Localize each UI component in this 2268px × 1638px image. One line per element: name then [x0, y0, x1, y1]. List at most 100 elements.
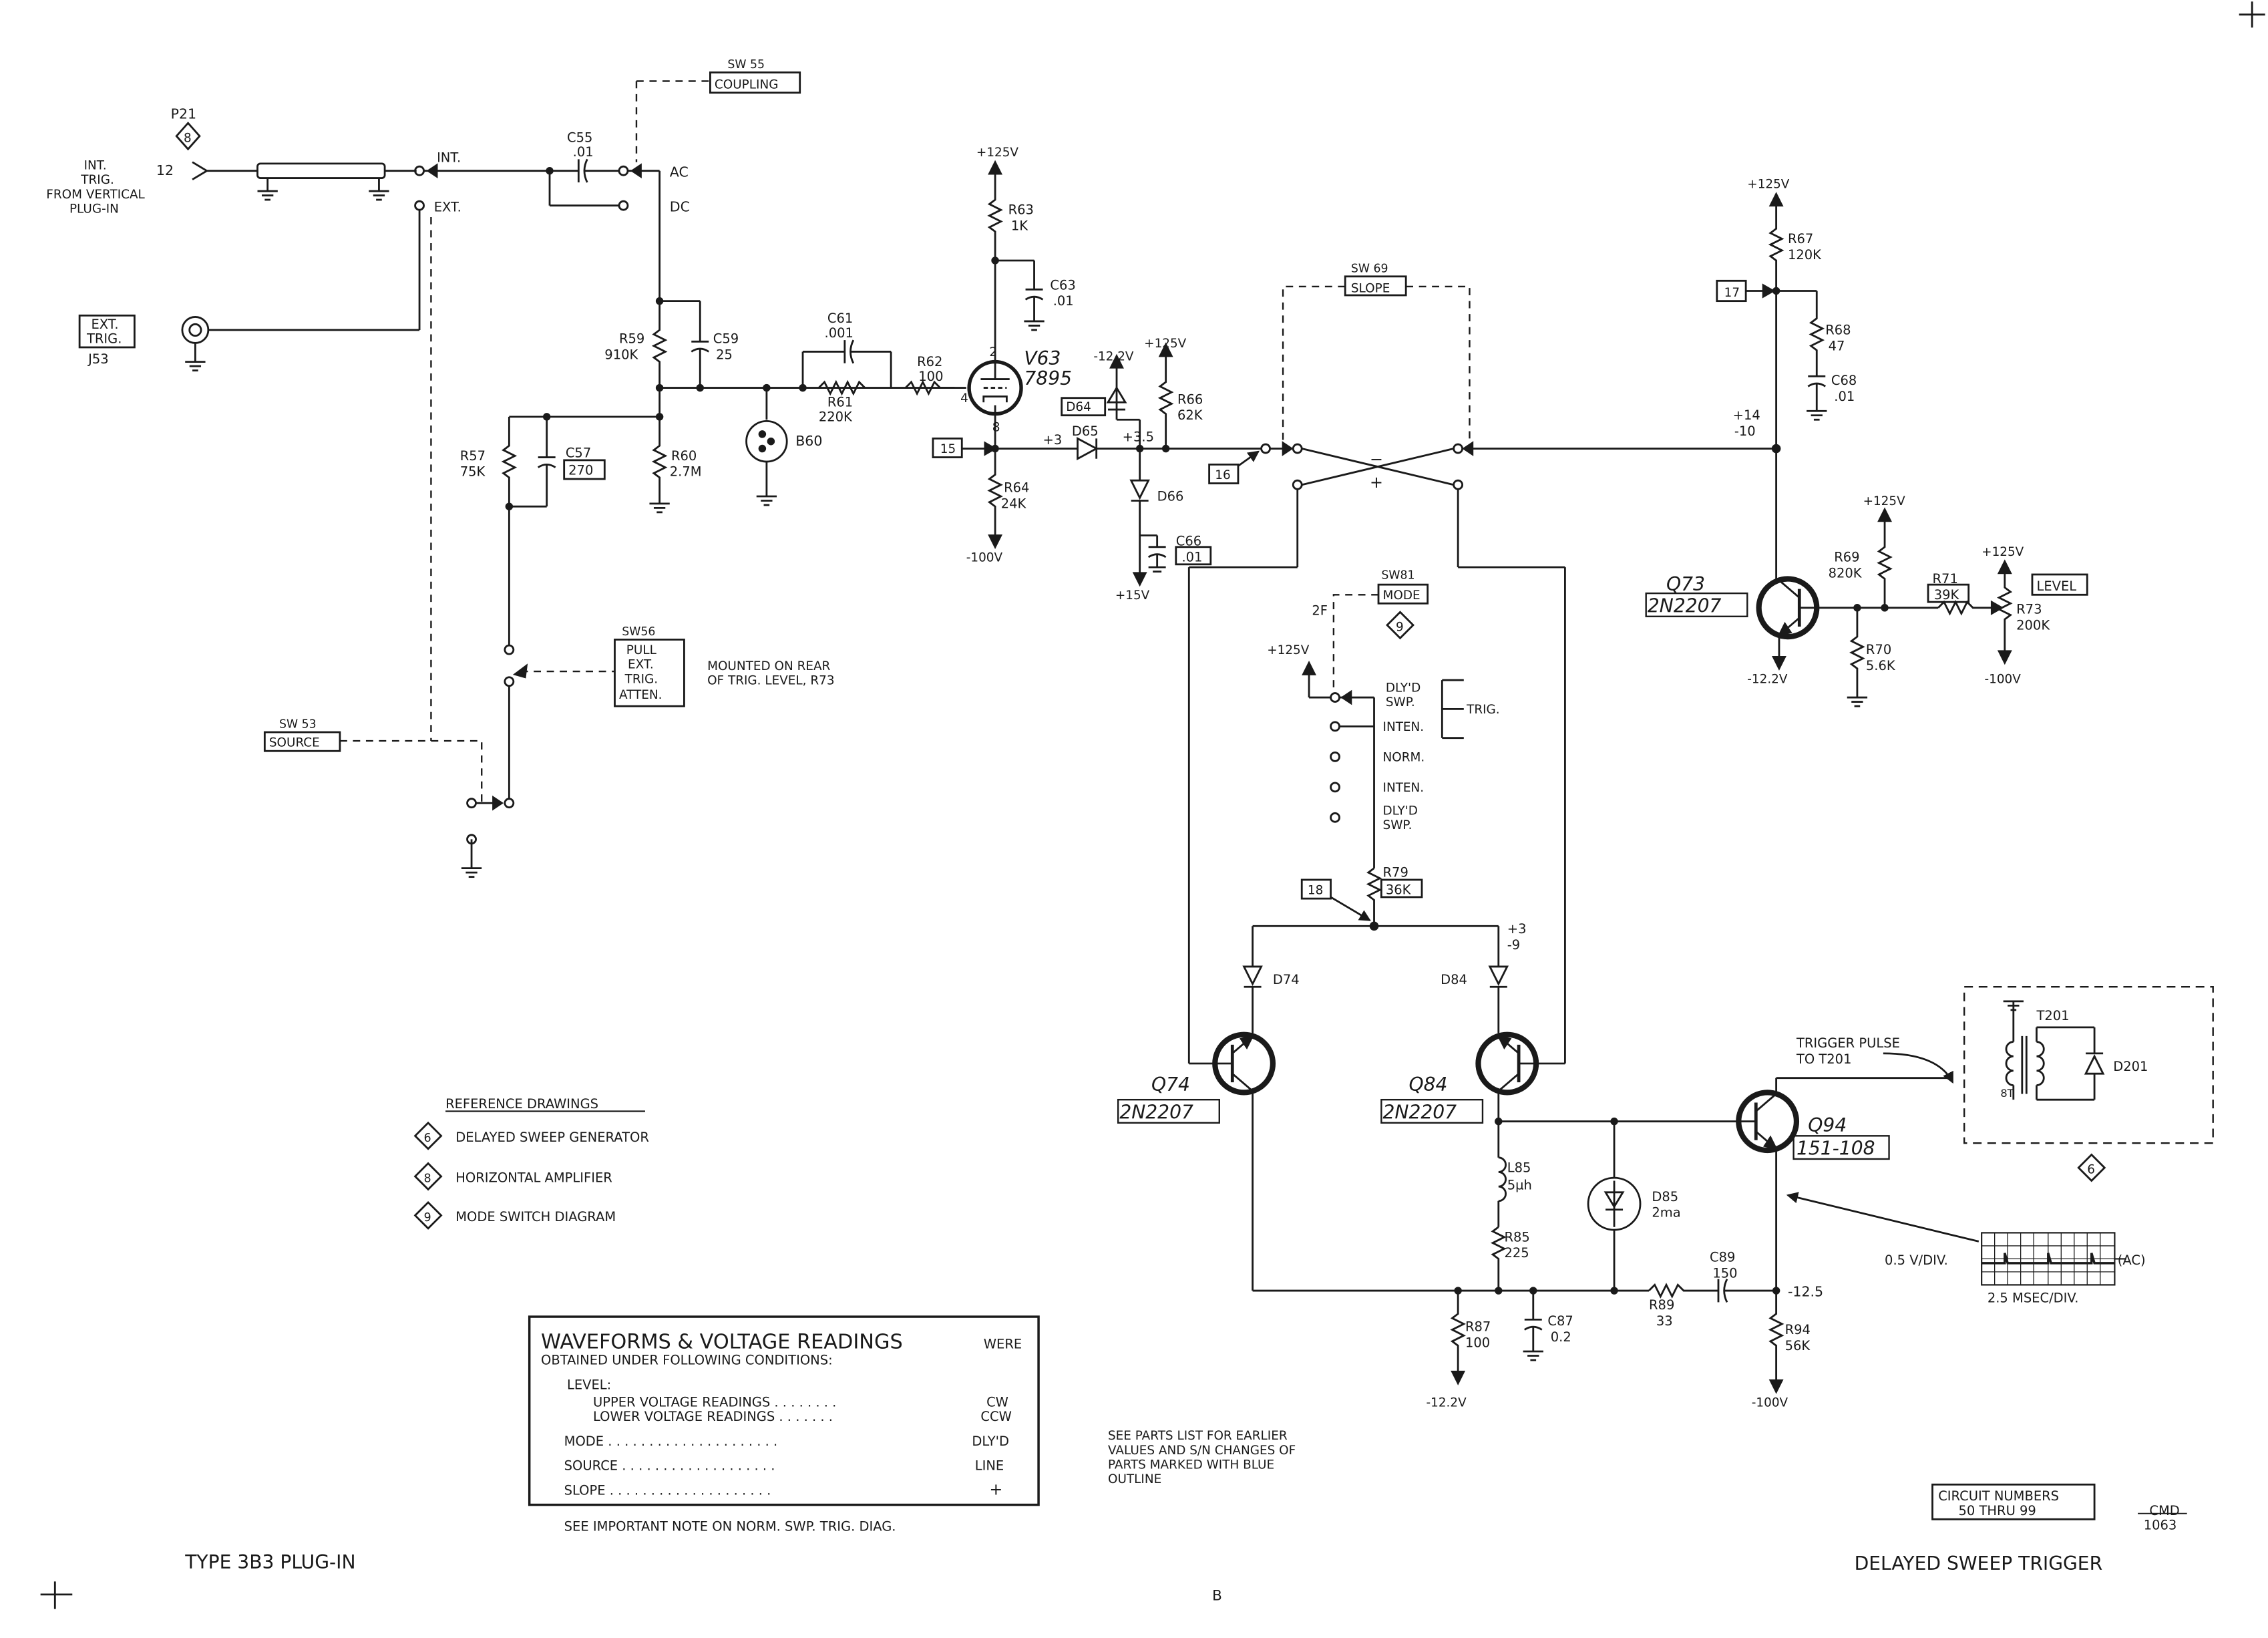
r89-label: R89 — [1649, 1297, 1674, 1313]
minus12-label-a: -12.2V — [1093, 349, 1134, 363]
c55-value: .01 — [573, 144, 594, 160]
int-trig-label-4: PLUG-IN — [69, 202, 119, 216]
r69-value: 820K — [1829, 565, 1863, 581]
plus3-label-b: +3 — [1507, 921, 1527, 937]
sw55-label: SW 55 — [727, 58, 765, 71]
r61-value: 220K — [819, 409, 853, 424]
r67-label: R67 — [1788, 231, 1813, 247]
slope-minus: − — [1370, 450, 1383, 468]
p21-connector-ref — [175, 122, 201, 151]
r62-label: R62 — [917, 354, 942, 369]
r60-label: R60 — [671, 448, 697, 464]
conditions-row-3-value: DLY'D — [972, 1434, 1009, 1449]
cmd-label: CMD — [2149, 1503, 2179, 1518]
r79-label: R79 — [1383, 865, 1408, 880]
r68-value: 47 — [1829, 338, 1845, 353]
c55-label: C55 — [567, 130, 592, 145]
c59-value: 25 — [716, 347, 733, 362]
minus12-label-b: -12.2V — [1426, 1396, 1467, 1410]
r69-plus125-label: +125V — [1863, 494, 1906, 508]
t201-box-ref: 6 — [2087, 1163, 2095, 1177]
slope-plus: + — [1370, 473, 1383, 492]
parts-note-3: PARTS MARKED WITH BLUE — [1108, 1458, 1274, 1472]
reference-num-3: 9 — [424, 1211, 431, 1224]
node16-label: 16 — [1215, 468, 1230, 482]
q84-type: 2N2207 — [1383, 1101, 1457, 1123]
r57-value: 75K — [460, 464, 486, 480]
node17-label: 17 — [1724, 286, 1740, 300]
minus10-label: -10 — [1734, 424, 1756, 439]
conditions-title-were: WERE — [984, 1337, 1022, 1352]
cmd-number: 1063 — [2144, 1517, 2177, 1532]
r94-label: R94 — [1785, 1322, 1811, 1337]
r71-value: 39K — [1934, 587, 1960, 603]
inten-label-1: INTEN. — [1383, 720, 1425, 734]
parts-note-2: VALUES AND S/N CHANGES OF — [1108, 1444, 1296, 1458]
conditions-row-2-label: LOWER VOLTAGE READINGS . . . . . . . — [593, 1409, 833, 1424]
d64-label: D64 — [1066, 400, 1091, 414]
r63-value: 1K — [1011, 218, 1028, 234]
r94-value: 56K — [1785, 1338, 1811, 1353]
d85-label: D85 — [1652, 1189, 1678, 1204]
q94-type: 151-108 — [1797, 1137, 1875, 1159]
waveform-time: 2.5 MSEC/DIV. — [1988, 1290, 2079, 1305]
ext-trig-label-1: EXT. — [91, 317, 118, 332]
pin-8t-label: 8T — [2000, 1087, 2014, 1100]
r70-value: 5.6K — [1866, 658, 1896, 673]
p21-ref: 8 — [184, 131, 192, 145]
c59-label: C59 — [713, 331, 739, 346]
plus35-label: +3.5 — [1123, 430, 1154, 445]
q94-label: Q94 — [1808, 1114, 1847, 1136]
sw69-label: SW 69 — [1351, 262, 1388, 275]
q73-type: 2N2207 — [1648, 595, 1722, 617]
t201-label: T201 — [2036, 1008, 2069, 1023]
r73-plus125-label: +125V — [1981, 545, 2024, 559]
r62-value: 100 — [918, 369, 943, 384]
minus100-label-a: -100V — [966, 550, 1003, 564]
conditions-note: SEE IMPORTANT NOTE ON NORM. SWP. TRIG. D… — [564, 1519, 896, 1534]
q73-label: Q73 — [1666, 573, 1705, 595]
level-label: LEVEL — [2036, 579, 2076, 594]
c89-value: 150 — [1712, 1266, 1737, 1281]
plus15-label: +15V — [1115, 589, 1150, 603]
r59-value: 910K — [604, 347, 638, 362]
minus100-label-c: -100V — [1985, 672, 2022, 686]
r79-value: 36K — [1386, 882, 1412, 898]
trigger-pulse-label-2: TO T201 — [1796, 1051, 1852, 1067]
reference-item-2: HORIZONTAL AMPLIFIER — [455, 1170, 612, 1186]
registration-mark-top-right — [2239, 1, 2265, 28]
minus9-label: -9 — [1507, 937, 1520, 953]
mounted-note-2: OF TRIG. LEVEL, R73 — [707, 674, 834, 688]
source-label: SOURCE — [269, 736, 320, 750]
ac-label: AC — [670, 164, 689, 180]
conditions-row-2-value: CCW — [980, 1409, 1011, 1424]
reference-num-1: 6 — [424, 1132, 431, 1145]
footer-right-title: DELAYED SWEEP TRIGGER — [1855, 1552, 2103, 1575]
mounted-note-1: MOUNTED ON REAR — [707, 659, 830, 673]
l85-value: 5µh — [1507, 1177, 1532, 1192]
q74-type: 2N2207 — [1119, 1101, 1193, 1123]
slope-label: SLOPE — [1351, 282, 1390, 296]
r60-value: 2.7M — [670, 464, 702, 480]
r59-label: R59 — [619, 331, 644, 346]
circuit-numbers-2: 50 THRU 99 — [1959, 1503, 2036, 1518]
c66-value: .01 — [1181, 549, 1202, 564]
r73-label: R73 — [2016, 601, 2042, 617]
registration-mark-bottom-left — [40, 1581, 73, 1609]
conditions-row-3-label: MODE . . . . . . . . . . . . . . . . . .… — [564, 1434, 778, 1449]
coupling-label: COUPLING — [715, 77, 779, 92]
c68-value: .01 — [1834, 389, 1855, 404]
p21-label: P21 — [171, 106, 197, 122]
c63-value: .01 — [1053, 293, 1074, 309]
c57-value: 270 — [568, 463, 593, 478]
r73-value: 200K — [2016, 617, 2050, 633]
v63-pin8: 8 — [992, 421, 1000, 435]
d201-label: D201 — [2113, 1059, 2148, 1074]
sw56-label-2: EXT. — [628, 658, 654, 672]
r71-label: R71 — [1933, 571, 1958, 587]
conditions-row-4-label: SOURCE . . . . . . . . . . . . . . . . .… — [564, 1458, 775, 1474]
d85-value: 2ma — [1652, 1205, 1680, 1220]
conditions-level: LEVEL: — [567, 1377, 611, 1392]
dlyd-label-3: DLY'D — [1383, 804, 1418, 818]
r69-label: R69 — [1834, 549, 1859, 564]
